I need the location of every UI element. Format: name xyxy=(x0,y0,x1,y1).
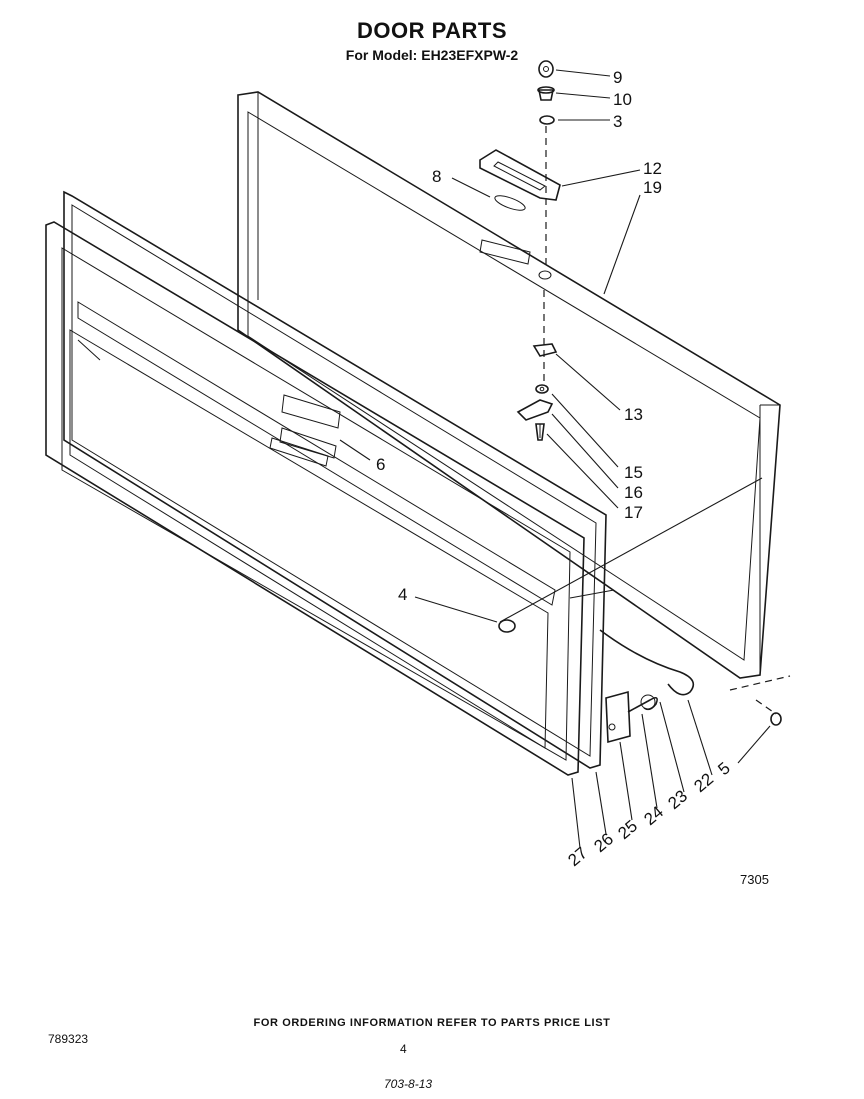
front-door-panel xyxy=(45,221,585,776)
callout-13: 13 xyxy=(624,405,643,424)
page-title: DOOR PARTS xyxy=(356,18,508,43)
page-number: 4 xyxy=(400,1042,407,1056)
rear-door-panel xyxy=(237,91,781,679)
middle-hinge-hardware xyxy=(516,290,558,441)
top-hinge-hardware xyxy=(479,60,561,280)
callout-5: 5 xyxy=(714,758,733,779)
callout-10: 10 xyxy=(613,90,632,109)
callout-6: 6 xyxy=(376,455,385,474)
bottom-hinge-assembly xyxy=(599,629,791,744)
callout-27: 27 xyxy=(564,843,591,870)
callout-3: 3 xyxy=(613,112,622,131)
door-screw xyxy=(498,619,516,633)
callout-23: 23 xyxy=(664,786,691,813)
handwritten-code: 703-8-13 xyxy=(384,1077,433,1091)
callout-26: 26 xyxy=(590,829,617,856)
callout-8: 8 xyxy=(432,167,441,186)
callout-16: 16 xyxy=(624,483,643,502)
callout-22: 22 xyxy=(690,769,717,796)
callout-4: 4 xyxy=(398,585,407,604)
callout-15: 15 xyxy=(624,463,643,482)
callout-12: 12 xyxy=(643,159,662,178)
ordering-note: FOR ORDERING INFORMATION REFER TO PARTS … xyxy=(253,1017,611,1029)
callout-labels: 9 10 3 12 19 8 13 15 16 17 6 4 5 22 23 2… xyxy=(376,68,734,870)
callout-25: 25 xyxy=(614,816,641,843)
callout-9: 9 xyxy=(613,68,622,87)
callout-17: 17 xyxy=(624,503,643,522)
model-subtitle: For Model: EH23EFXPW-2 xyxy=(345,47,519,63)
leader-lines xyxy=(339,69,771,849)
door-frame xyxy=(63,190,607,769)
callout-24: 24 xyxy=(640,802,667,829)
callout-19: 19 xyxy=(643,178,662,197)
document-number: 789323 xyxy=(48,1032,89,1046)
figure-number: 7305 xyxy=(740,872,769,887)
